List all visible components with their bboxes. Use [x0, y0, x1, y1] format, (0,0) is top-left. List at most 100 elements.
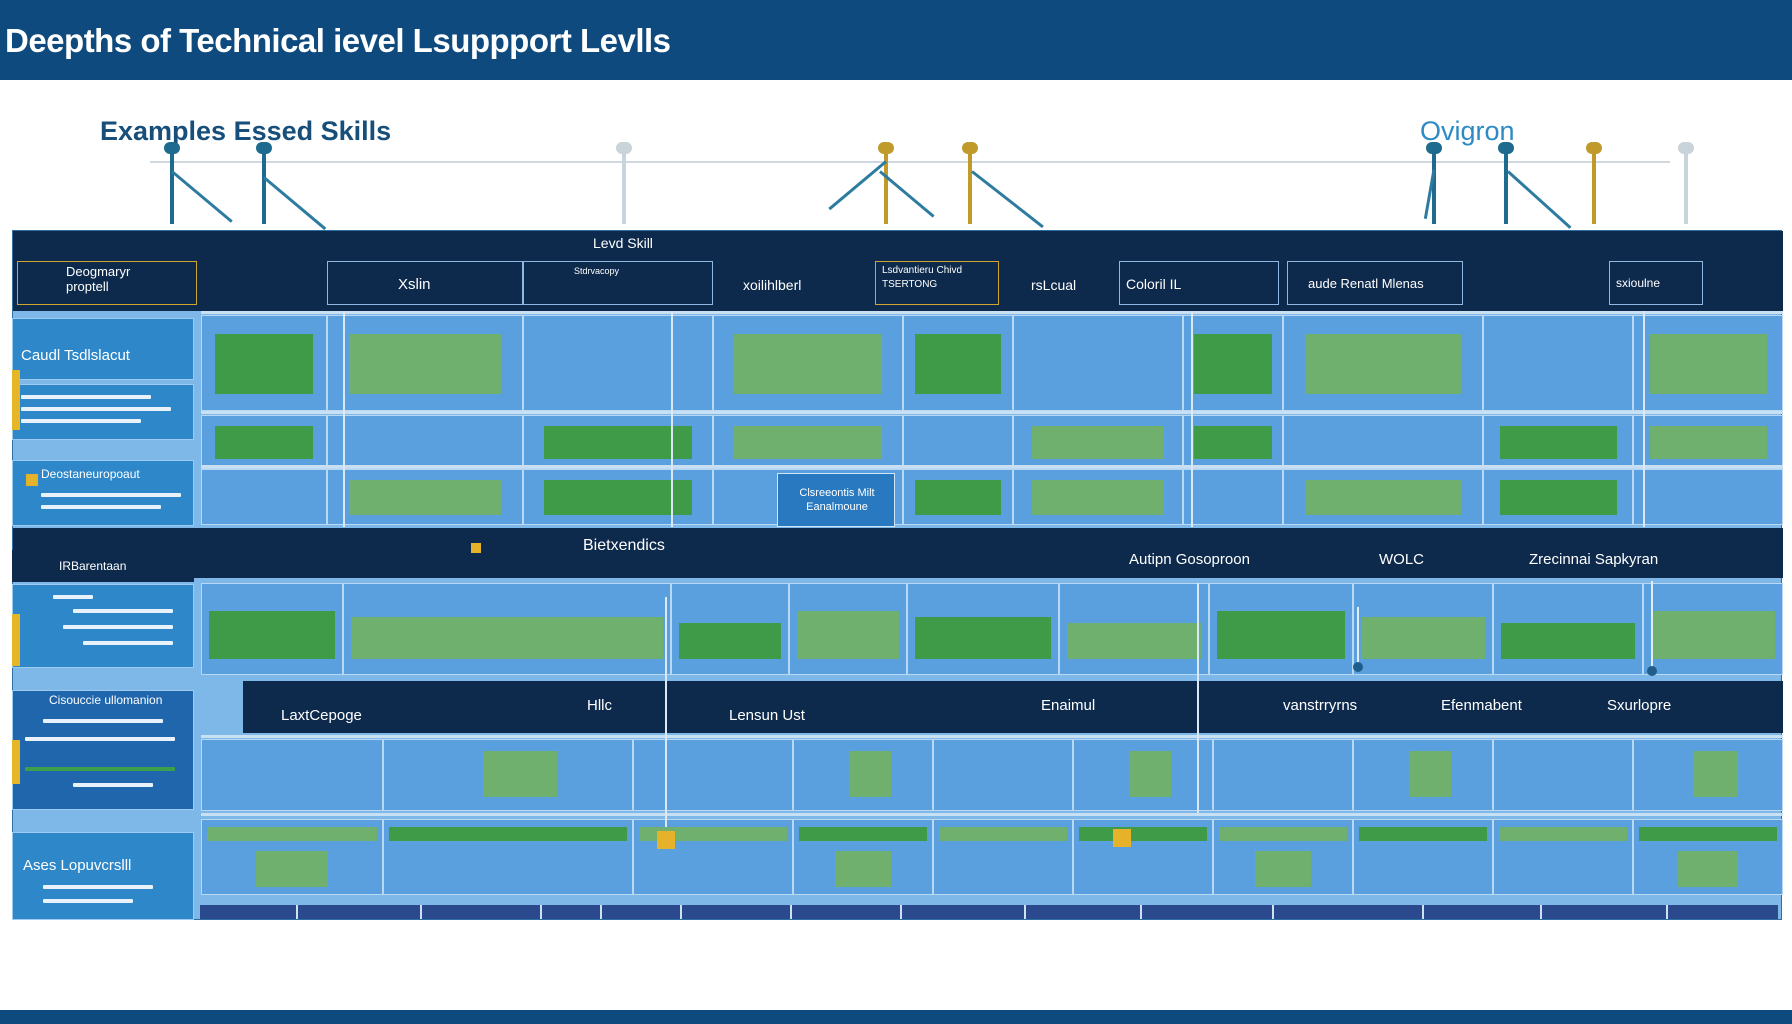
footer-tick [540, 905, 542, 919]
grid-cell [1013, 315, 1183, 411]
bottom-bar [0, 1010, 1792, 1024]
grid-cell [1213, 739, 1353, 811]
footer-tick [1422, 905, 1424, 919]
pole-cap [1426, 142, 1442, 154]
row-marker-1 [26, 474, 38, 486]
lower-marker [657, 831, 675, 849]
skill-bar [1409, 751, 1451, 797]
row-divider [201, 311, 1783, 314]
footer-tick [600, 905, 602, 919]
header-col-6: Coloril IL [1119, 261, 1279, 305]
skill-bar [733, 334, 883, 394]
skill-bar [214, 334, 314, 394]
header-col-0: Deogmaryr proptell [17, 261, 197, 305]
skill-bar [348, 480, 502, 515]
skill-bar [255, 851, 329, 887]
skill-bar [1194, 425, 1272, 460]
mid-band [13, 528, 1783, 578]
header-col-5: rsLcual [1031, 277, 1077, 293]
skill-bar [849, 751, 891, 797]
grid-cell [1183, 469, 1283, 525]
header-col-3: xoilihlberl [743, 277, 802, 293]
mid-band-label-1: Autipn Gosoproon [1129, 551, 1250, 568]
pole-cap [1678, 142, 1694, 154]
row-label-1: Deostaneuropoaut [12, 460, 194, 526]
grid-cell [1633, 469, 1783, 525]
row-divider [201, 735, 1783, 738]
skill-bar [1359, 827, 1487, 841]
grid-vline [1197, 583, 1199, 813]
footer-tick [1540, 905, 1542, 919]
grid-vline [665, 597, 667, 827]
skill-bar [639, 827, 787, 841]
pole [1678, 142, 1694, 224]
grid-cell [201, 739, 383, 811]
skill-bar [1639, 827, 1777, 841]
grid-vline [671, 311, 673, 527]
header-band [13, 231, 1783, 311]
row-label-2-detail [12, 584, 194, 668]
pole-strut [1506, 170, 1572, 229]
skill-bar [214, 425, 314, 460]
skill-bar [1031, 480, 1165, 515]
skill-bar [799, 827, 927, 841]
lower-band-label-3: Enaimul [1041, 697, 1096, 714]
footer-tick [1140, 905, 1142, 919]
grid-footer-strip [200, 905, 1778, 919]
skill-bar [543, 425, 693, 460]
footer-tick [420, 905, 422, 919]
row-label-0-detail [12, 384, 194, 440]
lower-band-label-2: Lensun Ust [729, 707, 805, 724]
pole [1426, 142, 1442, 224]
pole [878, 142, 894, 224]
skill-bar [679, 623, 781, 659]
skill-bar [1499, 480, 1617, 515]
skills-grid: Levd Skill Deogmaryr proptell Xslin Stdr… [12, 230, 1783, 920]
pole-strut [971, 170, 1044, 229]
skill-bar [915, 334, 1001, 394]
grid-cell [933, 739, 1073, 811]
skill-bar [1693, 751, 1738, 797]
pole [962, 142, 978, 224]
pole-cap [962, 142, 978, 154]
header-col-7: aude Renatl Mlenas [1287, 261, 1463, 305]
skill-bar [351, 617, 663, 659]
lower-marker [1113, 829, 1131, 847]
callout-box: Clsreeontis Milt Eanalmoune [777, 473, 895, 527]
skill-bar [1499, 827, 1627, 841]
skill-bar [939, 827, 1067, 841]
row-accent-2 [12, 614, 20, 666]
skill-bar [1031, 425, 1165, 460]
lower-band-label-4: vanstrryrns [1283, 697, 1358, 714]
pole [256, 142, 272, 224]
grid-cell [633, 739, 793, 811]
grid-vline [1191, 311, 1193, 527]
grid-vline [1643, 311, 1645, 527]
pole [1586, 142, 1602, 224]
lower-band-label-5: Efenmabent [1441, 697, 1522, 714]
header-col-8: sxioulne [1609, 261, 1703, 305]
lower-band-label-6: Sxurlopre [1607, 697, 1672, 714]
pole-cap [878, 142, 894, 154]
lower-band-label-1: Hllc [587, 697, 612, 714]
grid-vline [343, 311, 345, 527]
skill-bar [209, 611, 335, 659]
pole [1498, 142, 1514, 224]
row-accent-0 [12, 370, 20, 430]
header-col-4: Lsdvantieru Chivd TSERTONG [875, 261, 999, 305]
row-label-2: IRBarentaan [12, 550, 194, 582]
skill-bar [1501, 623, 1635, 659]
mid-band-label-0: Bietxendics [583, 537, 665, 554]
skill-bar [1678, 851, 1738, 887]
grid-cell [523, 315, 713, 411]
row-label-0: Caudl Tsdlslacut [12, 318, 194, 380]
skill-bar [483, 751, 558, 797]
row-divider [201, 411, 1783, 414]
row-accent-3 [12, 740, 20, 784]
row-divider [201, 813, 1783, 816]
skill-bar [1255, 851, 1311, 887]
pole-strut [263, 176, 327, 231]
skill-bar [1649, 425, 1767, 460]
skill-bar [1129, 751, 1171, 797]
